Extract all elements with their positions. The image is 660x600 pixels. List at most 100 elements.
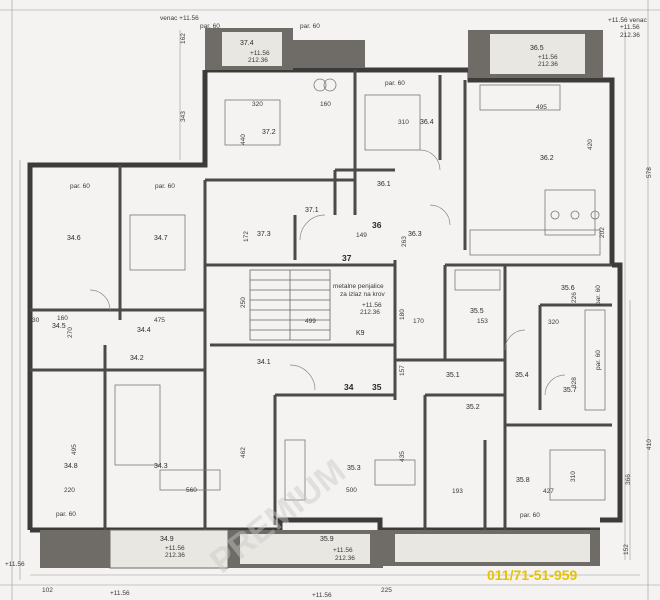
svg-text:495: 495 xyxy=(71,444,78,455)
svg-text:+11.56: +11.56 xyxy=(110,590,130,597)
room-36-1: 36.1 xyxy=(377,181,391,188)
ladder-note-line2: za izlaz na krov xyxy=(340,291,386,298)
svg-text:par. 60: par. 60 xyxy=(520,512,540,519)
table-35-3 xyxy=(374,459,416,486)
svg-text:30: 30 xyxy=(32,317,40,324)
balcony-bottom-left xyxy=(40,530,110,568)
svg-text:149: 149 xyxy=(356,232,367,239)
room-36-5: 36.5 xyxy=(530,45,544,52)
svg-text:440: 440 xyxy=(240,134,247,145)
room-34-6: 34.6 xyxy=(67,235,81,242)
bath-35-5 xyxy=(454,269,501,291)
sofa-34-3 xyxy=(114,384,161,466)
svg-text:220: 220 xyxy=(64,487,75,494)
svg-text:+11.56: +11.56 xyxy=(5,561,25,568)
staircase xyxy=(249,269,331,341)
room-35-4: 35.4 xyxy=(515,372,529,379)
bed-36-4 xyxy=(364,94,421,151)
room-35-2: 35.2 xyxy=(466,404,480,411)
svg-text:320: 320 xyxy=(548,319,559,326)
svg-text:560: 560 xyxy=(186,487,197,494)
svg-text:+11.56: +11.56 xyxy=(333,547,353,554)
svg-text:+11.56: +11.56 xyxy=(362,302,382,309)
room-35-5: 35.5 xyxy=(470,308,484,315)
svg-text:499: 499 xyxy=(305,318,316,325)
svg-text:212.36: 212.36 xyxy=(620,32,640,39)
svg-text:310: 310 xyxy=(570,471,577,482)
svg-text:462: 462 xyxy=(240,447,247,458)
room-34-8: 34.8 xyxy=(64,463,78,470)
room-35-7: 35.7 xyxy=(563,387,577,394)
svg-text:152: 152 xyxy=(623,544,630,555)
bed-35-8 xyxy=(549,449,606,501)
table-36-2 xyxy=(544,189,596,236)
svg-text:par. 60: par. 60 xyxy=(595,350,602,370)
svg-text:212.36: 212.36 xyxy=(538,61,558,68)
room-36-4: 36.4 xyxy=(420,119,434,126)
room-labels: 37.4 37.2 37.1 37.3 37 36.5 36.4 36.1 36… xyxy=(52,40,577,543)
top-left-note: venac +11.56 xyxy=(160,15,199,22)
room-35-1: 35.1 xyxy=(446,372,460,379)
room-34-5: 34.5 xyxy=(52,323,66,330)
bed-34-7 xyxy=(129,214,186,271)
svg-text:578: 578 xyxy=(646,167,653,178)
svg-text:225: 225 xyxy=(381,587,392,594)
room-37-2: 37.2 xyxy=(262,129,276,136)
furniture xyxy=(114,78,606,501)
room-36-3: 36.3 xyxy=(408,231,422,238)
svg-text:310: 310 xyxy=(398,119,409,126)
svg-text:193: 193 xyxy=(452,488,463,495)
room-34-1: 34.1 xyxy=(257,359,271,366)
balconies xyxy=(40,28,603,569)
svg-text:+11.56: +11.56 xyxy=(312,592,332,599)
svg-text:102: 102 xyxy=(42,587,53,594)
parapet-notes: par. 60 par. 60 par. 60 par. 60 par. 60 … xyxy=(56,23,602,519)
room-35-8: 35.8 xyxy=(516,477,530,484)
svg-text:475: 475 xyxy=(154,317,165,324)
room-35: 35 xyxy=(372,382,382,392)
svg-text:250: 250 xyxy=(240,297,247,308)
svg-text:212.36: 212.36 xyxy=(360,309,380,316)
svg-text:+11.56: +11.56 xyxy=(538,54,558,61)
svg-text:162: 162 xyxy=(180,33,187,44)
svg-text:+11.56: +11.56 xyxy=(165,545,185,552)
svg-text:420: 420 xyxy=(587,139,594,150)
door-swings xyxy=(89,149,566,396)
room-36-2: 36.2 xyxy=(540,155,554,162)
room-35-6: 35.6 xyxy=(561,285,575,292)
room-35-9: 35.9 xyxy=(320,536,334,543)
room-37-1: 37.1 xyxy=(305,207,319,214)
table-34-3 xyxy=(159,469,221,491)
wardrobe-35-7 xyxy=(584,309,606,411)
svg-text:+11.56: +11.56 xyxy=(620,24,640,31)
room-35-3: 35.3 xyxy=(347,465,361,472)
svg-text:495: 495 xyxy=(536,104,547,111)
svg-text:427: 427 xyxy=(543,488,554,495)
svg-text:153: 153 xyxy=(477,318,488,325)
svg-text:par. 60: par. 60 xyxy=(300,23,320,30)
room-34: 34 xyxy=(344,382,354,392)
svg-text:366: 366 xyxy=(625,474,632,485)
svg-text:410: 410 xyxy=(646,439,653,450)
bed-37-2 xyxy=(224,99,281,146)
svg-text:par. 60: par. 60 xyxy=(595,285,602,305)
svg-text:226: 226 xyxy=(571,292,578,303)
svg-text:160: 160 xyxy=(57,315,68,322)
svg-text:par. 60: par. 60 xyxy=(56,511,76,518)
room-34-3: 34.3 xyxy=(154,463,168,470)
counter-36-2 xyxy=(469,229,601,256)
svg-text:+11.56: +11.56 xyxy=(250,50,270,57)
room-37-3: 37.3 xyxy=(257,231,271,238)
svg-text:343: 343 xyxy=(180,111,187,122)
svg-text:435: 435 xyxy=(399,451,406,462)
svg-text:212.36: 212.36 xyxy=(165,552,185,559)
svg-text:par. 60: par. 60 xyxy=(200,23,220,30)
svg-text:par. 60: par. 60 xyxy=(70,183,90,190)
sofa-36-2 xyxy=(479,84,561,111)
room-34-9: 34.9 xyxy=(160,536,174,543)
svg-text:par. 60: par. 60 xyxy=(155,183,175,190)
svg-text:180: 180 xyxy=(399,309,406,320)
room-k9: K9 xyxy=(356,330,365,337)
